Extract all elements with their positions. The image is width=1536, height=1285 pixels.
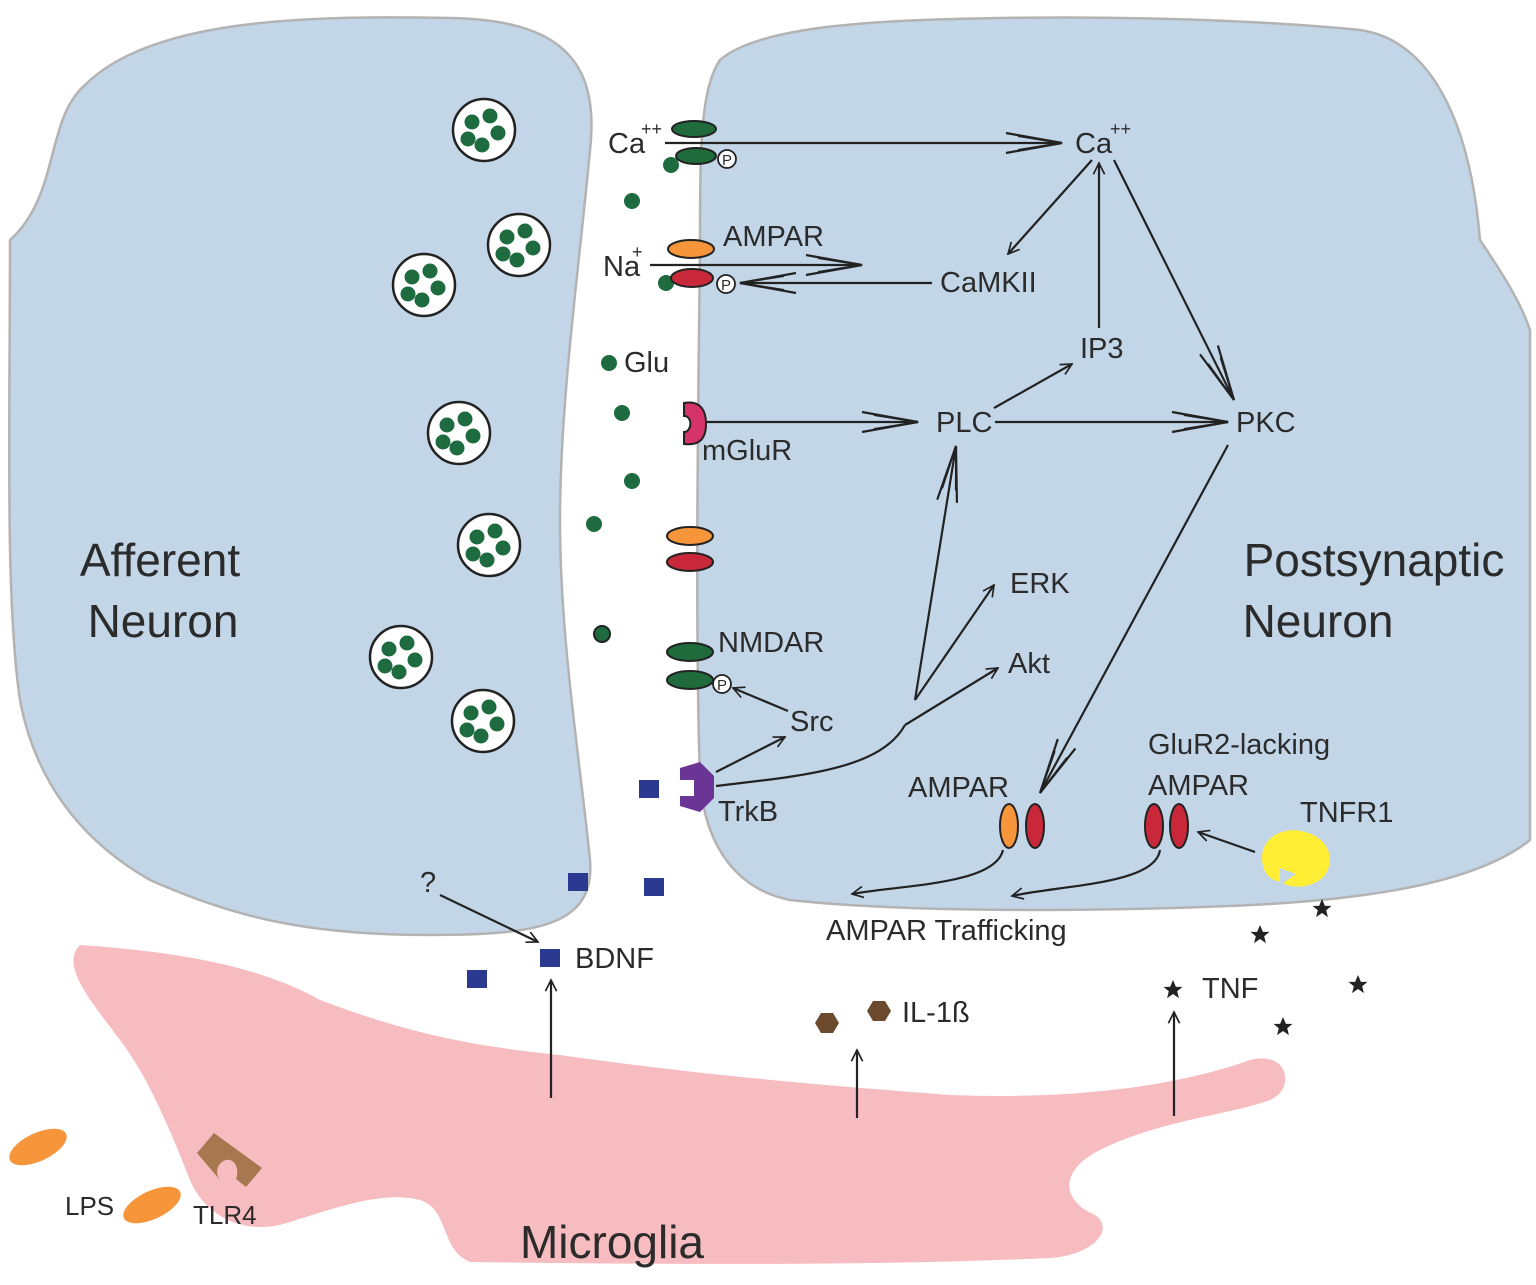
microglia-body	[73, 945, 1286, 1264]
il1b-label: IL-1ß	[902, 997, 970, 1029]
tlr4-label: TLR4	[193, 1200, 257, 1230]
plc-label: PLC	[936, 407, 992, 439]
phospho-label: P	[722, 152, 732, 169]
tnfr1-label: TNFR1	[1300, 797, 1393, 829]
microglia-label: Microglia	[520, 1216, 704, 1268]
bdnf-label: BDNF	[575, 943, 654, 975]
tnf-label: TNF	[1202, 973, 1258, 1005]
ampar-top-label: AMPAR	[723, 221, 824, 253]
mglur-receptor	[683, 401, 708, 446]
vesicle	[426, 400, 492, 466]
postsynaptic-label-line1: Postsynaptic	[1244, 534, 1505, 586]
mglur-label: mGluR	[702, 435, 792, 467]
tnfr1-receptor	[1262, 830, 1330, 887]
ampar-middle-membrane	[666, 526, 714, 572]
afferent-label-line2: Neuron	[88, 595, 239, 647]
trkb-label: TrkB	[718, 796, 778, 828]
vesicle	[391, 252, 457, 318]
glur2-lacking-label-line1: GluR2-lacking	[1148, 729, 1330, 761]
glur2-lacking-ampar	[1144, 803, 1189, 849]
pkc-label: PKC	[1236, 407, 1296, 439]
trkb-receptor	[680, 762, 714, 812]
phospho-label: P	[721, 277, 731, 294]
ca-post-superscript: ++	[1110, 119, 1131, 139]
ca-post-label: Ca	[1075, 128, 1113, 160]
ampar-top	[667, 239, 736, 294]
question-label: ?	[420, 867, 436, 899]
nmdar-label: NMDAR	[718, 627, 824, 659]
vesicle	[486, 212, 552, 278]
na-label: Na	[603, 251, 641, 283]
vesicle	[368, 624, 434, 690]
glur2-lacking-label-line2: AMPAR	[1148, 770, 1249, 802]
tlr4-receptor	[197, 1133, 262, 1187]
vesicle	[456, 512, 522, 578]
postsynaptic-neuron-body	[696, 16, 1532, 912]
bdnf-molecules	[467, 780, 664, 988]
vesicle	[451, 97, 517, 163]
ca-pre-label: Ca	[608, 128, 646, 160]
postsynaptic-label-line2: Neuron	[1243, 595, 1394, 647]
ampar-postsynaptic	[999, 803, 1045, 849]
vesicle	[450, 688, 516, 754]
afferent-neuron-body	[7, 16, 593, 937]
ca-pre-superscript: ++	[641, 119, 662, 139]
glu-label: Glu	[624, 347, 669, 379]
ip3-label: IP3	[1080, 333, 1124, 365]
camkii-label: CaMKII	[940, 267, 1037, 299]
na-superscript: +	[632, 242, 643, 262]
phospho-label: P	[717, 677, 727, 694]
tnf-molecules	[1163, 899, 1368, 1036]
lps-molecules	[9, 1128, 181, 1224]
erk-label: ERK	[1010, 568, 1070, 600]
nmdar-receptor	[666, 642, 732, 694]
afferent-label-line1: Afferent	[80, 534, 240, 586]
synaptic-vesicles	[368, 97, 552, 754]
lps-label: LPS	[65, 1191, 114, 1221]
calcium-channel	[671, 120, 737, 169]
glutamate-molecules	[586, 157, 679, 643]
akt-label: Akt	[1008, 648, 1050, 680]
il1b-molecules	[815, 1001, 891, 1033]
signaling-arrows	[439, 131, 1256, 1118]
ampar-trafficking-label: AMPAR Trafficking	[826, 915, 1067, 947]
src-label: Src	[790, 706, 834, 738]
ampar-mid-label: AMPAR	[908, 772, 1009, 804]
